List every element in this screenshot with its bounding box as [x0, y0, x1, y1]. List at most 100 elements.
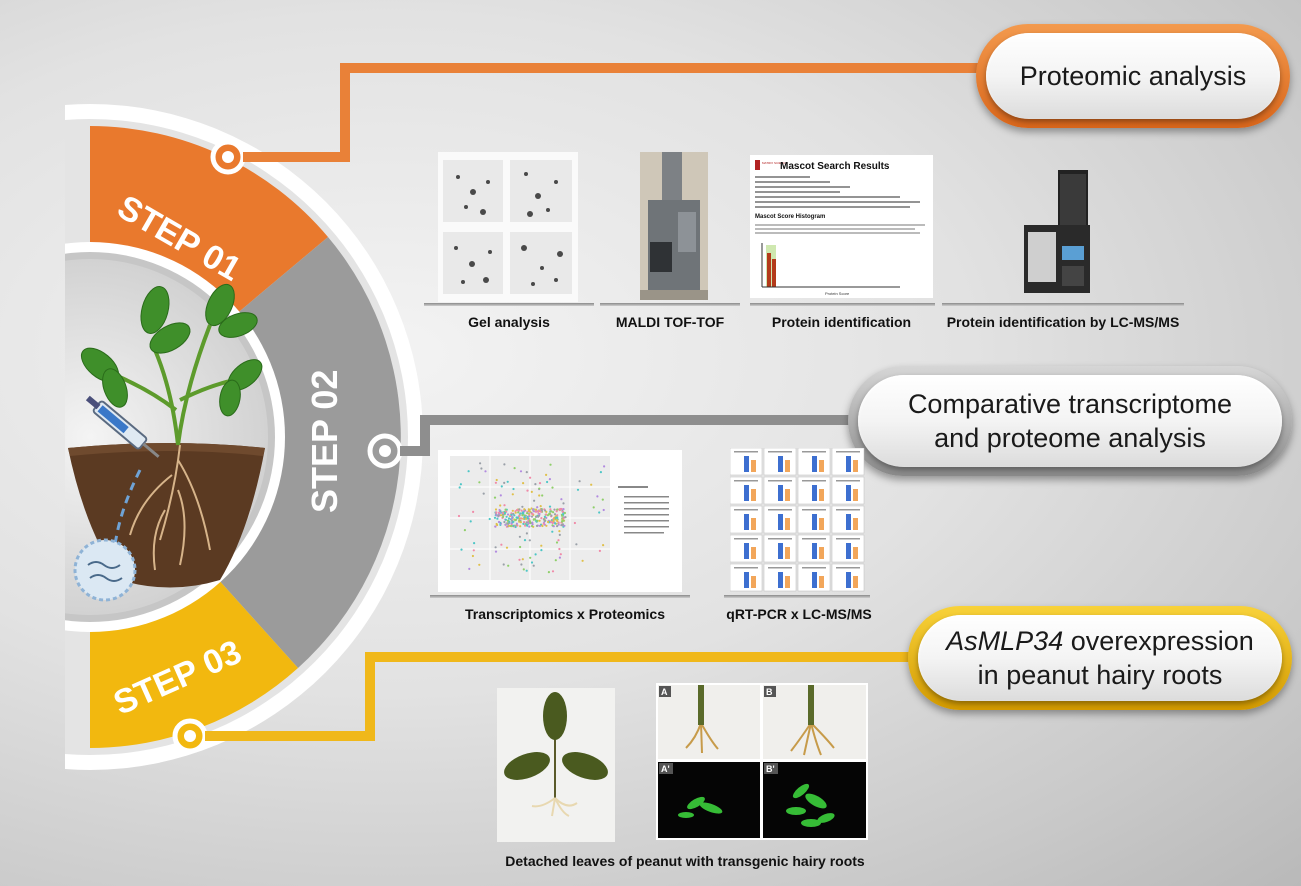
- comparative-analysis-header: Comparative transcriptome and proteome a…: [858, 375, 1282, 467]
- scatter-dot: [516, 524, 519, 527]
- qpcr-bar: [853, 576, 858, 588]
- scatter-dot: [460, 548, 463, 551]
- scatter-dot: [511, 493, 514, 496]
- scatter-dot: [532, 564, 535, 567]
- qpcr-title-line: [836, 509, 860, 511]
- scatter-dot: [543, 515, 546, 518]
- qpcr-bar: [744, 514, 749, 530]
- scatter-dot: [522, 568, 525, 571]
- scatter-dot: [551, 524, 554, 527]
- qpcr-bar: [846, 543, 851, 559]
- scatter-dot: [599, 471, 602, 474]
- maldi-shelf: [600, 303, 740, 306]
- scatter-dot: [561, 510, 564, 513]
- lcms-caption: Protein identification by LC-MS/MS: [946, 314, 1180, 330]
- yellow-connector: [205, 652, 915, 741]
- scatter-dot: [502, 515, 505, 518]
- scatter-dot: [530, 561, 534, 564]
- scatter-dot: [522, 522, 525, 525]
- qpcr-title-line: [802, 509, 826, 511]
- scatter-dot: [504, 511, 507, 514]
- scatter-dot: [473, 542, 476, 545]
- scatter-dot: [495, 511, 498, 514]
- scatter-dot: [525, 471, 528, 474]
- scatter-dot: [525, 532, 528, 535]
- scatter-dot: [519, 521, 522, 524]
- mascot-shelf: [750, 303, 935, 306]
- scatter-dot: [556, 525, 559, 528]
- scatter-dot: [590, 483, 593, 486]
- scatter-dot: [459, 483, 462, 486]
- scatter-dot: [548, 505, 552, 508]
- scatter-dot: [561, 514, 564, 517]
- scatter-dot: [503, 520, 506, 524]
- scatter-dot: [537, 515, 540, 518]
- scatter-dot: [520, 517, 523, 520]
- scatter-dot: [506, 480, 509, 483]
- scatter-dot: [558, 508, 561, 511]
- scatter-dot: [540, 509, 543, 512]
- mascot-title: Mascot Search Results: [780, 161, 890, 172]
- qpcr-bar: [846, 456, 851, 472]
- qpcr-bar: [744, 485, 749, 501]
- overexpression-header: AsMLP34 overexpression in peanut hairy r…: [918, 615, 1282, 701]
- scatter-dot: [542, 518, 545, 521]
- scatter-dot: [527, 508, 530, 511]
- scatter-dot: [493, 516, 497, 519]
- mascot-axis-label: Protein Score: [825, 291, 850, 296]
- scatter-dot: [562, 508, 565, 511]
- scatter-dot: [526, 489, 529, 492]
- gel-analysis-image: [438, 152, 578, 302]
- scatter-dot: [536, 506, 539, 509]
- scatter-dot: [510, 522, 513, 525]
- qrtpcr-caption: qRT-PCR x LC-MS/MS: [726, 606, 872, 622]
- scatter-dot: [505, 546, 509, 549]
- scatter-dot: [601, 498, 604, 501]
- overexpression-title-line2: in peanut hairy roots: [977, 660, 1223, 690]
- qpcr-bar: [785, 518, 790, 530]
- scatter-dot: [554, 559, 557, 562]
- scatter-dot: [535, 524, 539, 527]
- transcriptomics-proteomics-scatter: [438, 450, 682, 592]
- qpcr-bar: [751, 489, 756, 501]
- scatter-dot: [547, 571, 550, 574]
- qpcr-bar: [744, 543, 749, 559]
- scatter-dot: [550, 510, 553, 513]
- scatter-dot: [554, 522, 557, 525]
- scatter-dot: [539, 505, 542, 508]
- scatter-dot: [546, 480, 549, 484]
- scatter-dot: [480, 467, 483, 470]
- scatter-dot: [530, 490, 533, 493]
- scatter-dot: [495, 522, 498, 526]
- scatter-dot: [581, 559, 584, 562]
- scatter-dot: [538, 494, 541, 497]
- scatter-dot: [540, 517, 543, 520]
- qpcr-title-line: [734, 451, 758, 453]
- scatter-dot: [546, 514, 549, 517]
- scatter-dot: [482, 492, 485, 495]
- qpcr-title-line: [768, 480, 792, 482]
- qpcr-bar: [812, 456, 817, 472]
- qpcr-title-line: [768, 451, 792, 453]
- gel-analysis-shelf: [424, 303, 594, 306]
- scatter-dot: [536, 519, 539, 522]
- scatter-dot: [497, 520, 501, 524]
- scatter-dot: [524, 517, 528, 520]
- scatter-dot: [504, 523, 507, 526]
- scatter-dot: [563, 524, 566, 527]
- qpcr-title-line: [836, 538, 860, 540]
- scatter-dot: [494, 508, 498, 511]
- scatter-dot: [509, 524, 512, 528]
- scatter-dot: [549, 463, 552, 466]
- scatter-dot: [507, 564, 510, 567]
- scatter-dot: [557, 523, 560, 526]
- scatter-dot: [518, 535, 521, 538]
- qpcr-bar: [778, 485, 783, 501]
- scatter-dot: [504, 508, 507, 511]
- qpcr-title-line: [836, 480, 860, 482]
- scatter-dot: [531, 521, 534, 524]
- qpcr-bar: [751, 518, 756, 530]
- scatter-dot: [538, 482, 542, 485]
- scatter-dot: [528, 539, 531, 542]
